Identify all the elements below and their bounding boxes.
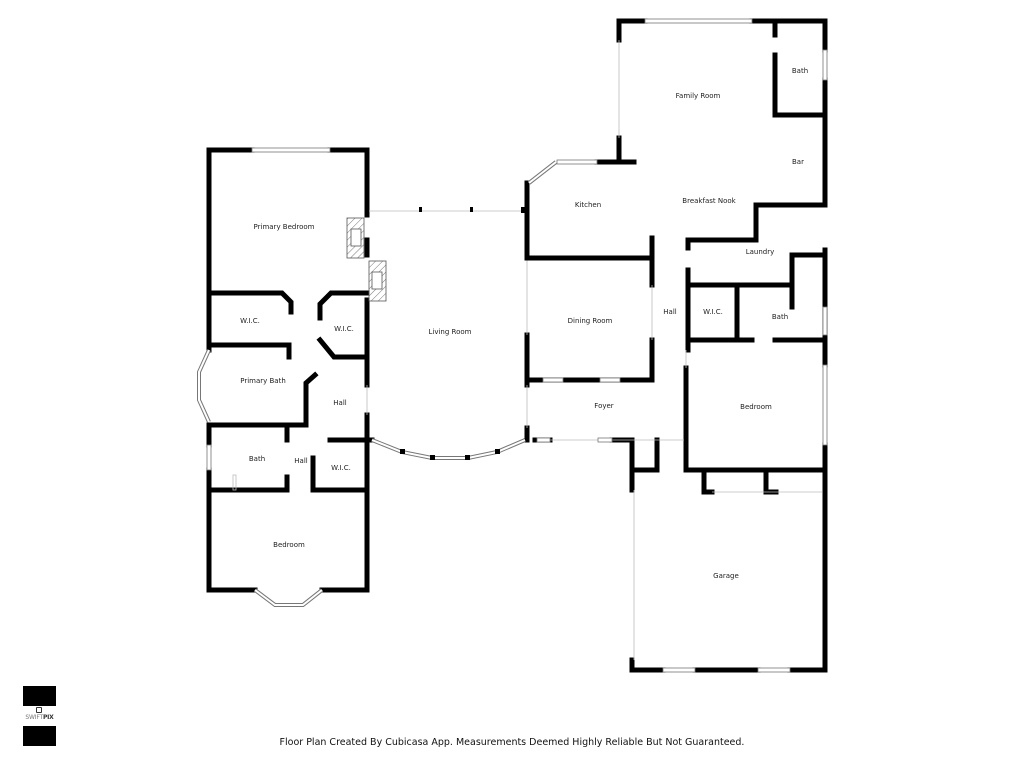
logo-text: SWIFTPIX — [21, 714, 58, 721]
room-label-bedroom: Bedroom — [273, 541, 305, 549]
window — [822, 364, 828, 446]
disclaimer-text: Floor Plan Created By Cubicasa App. Meas… — [279, 737, 745, 748]
room-label-wic: W.I.C. — [240, 317, 260, 325]
room-label-family-room: Family Room — [676, 92, 721, 100]
room-label-foyer: Foyer — [594, 402, 614, 410]
logo-block-bottom — [23, 726, 56, 746]
room-label-breakfast-nook: Breakfast Nook — [682, 197, 736, 205]
living-room-walls — [366, 180, 530, 460]
fixture — [232, 474, 237, 491]
bay-window-bedroom — [253, 588, 324, 607]
window — [536, 437, 551, 443]
room-label-hall: Hall — [294, 457, 307, 465]
room-label-bath: Bath — [249, 455, 265, 463]
home-icon — [36, 707, 42, 713]
room-label-bath: Bath — [772, 313, 788, 321]
room-label-garage: Garage — [713, 572, 739, 580]
room-label-living-room: Living Room — [429, 328, 472, 336]
room-label-kitchen: Kitchen — [575, 201, 601, 209]
room-label-primary-bath: Primary Bath — [240, 377, 286, 385]
left-wing-walls — [206, 147, 375, 593]
window — [822, 306, 828, 336]
room-label-wic: W.I.C. — [334, 325, 354, 333]
room-label-dining-room: Dining Room — [568, 317, 613, 325]
window — [206, 444, 212, 471]
window — [757, 667, 791, 673]
window — [599, 377, 621, 383]
window — [662, 667, 696, 673]
room-label-bath: Bath — [792, 67, 808, 75]
window — [822, 49, 828, 81]
bay-window-primary-bath — [197, 349, 211, 423]
room-label-bar: Bar — [792, 158, 804, 166]
window — [251, 147, 331, 153]
window — [644, 18, 753, 24]
logo-text-bold: PIX — [42, 714, 54, 721]
room-label-laundry: Laundry — [746, 248, 775, 256]
swiftpix-logo: SWIFTPIX — [23, 686, 56, 746]
logo-text-light: SWIFT — [25, 714, 43, 721]
window — [556, 159, 598, 165]
room-label-hall: Hall — [663, 308, 676, 316]
right-wing-walls — [524, 18, 828, 673]
room-label-hall: Hall — [333, 399, 346, 407]
window — [542, 377, 564, 383]
window — [597, 437, 613, 443]
room-label-wic: W.I.C. — [331, 464, 351, 472]
logo-block-top — [23, 686, 56, 706]
room-label-wic: W.I.C. — [703, 308, 723, 316]
room-label-bedroom: Bedroom — [740, 403, 772, 411]
room-label-primary-bedroom: Primary Bedroom — [254, 223, 315, 231]
